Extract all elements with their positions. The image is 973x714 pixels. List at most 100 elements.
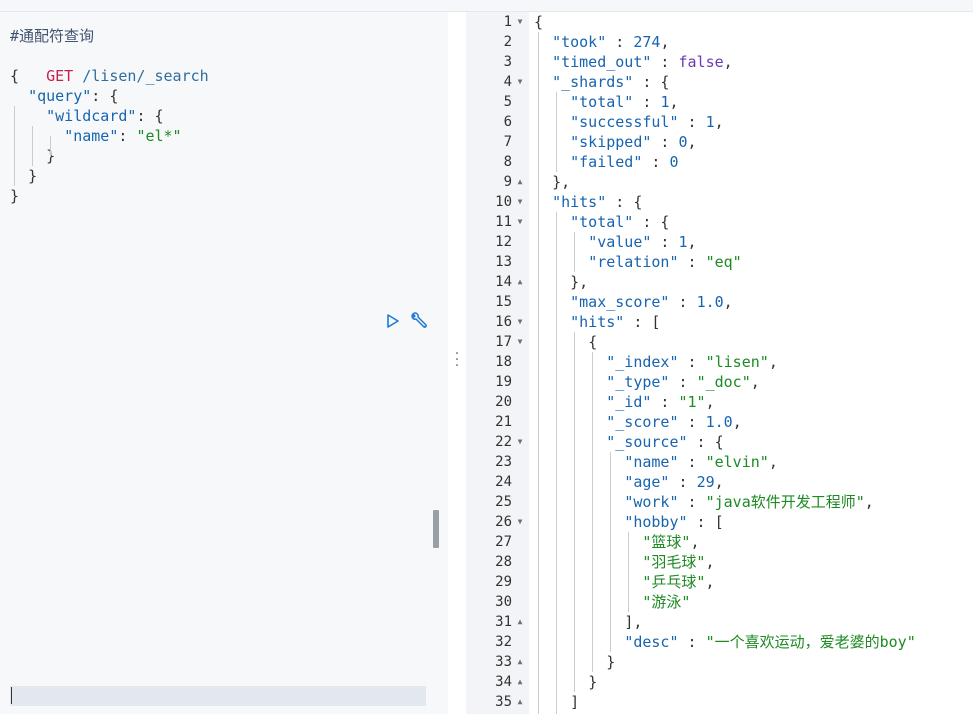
request-body-line[interactable]: "query": { — [10, 86, 118, 106]
token-key: "timed_out" — [552, 53, 652, 71]
fold-arrow-down-icon[interactable]: ▼ — [517, 317, 523, 326]
token-num: 1 — [678, 233, 688, 251]
line-number: 8 — [503, 154, 512, 170]
token-key: "name" — [624, 453, 679, 471]
fold-arrow-up-icon[interactable]: ▲ — [517, 617, 523, 626]
token-num: 0 — [678, 133, 688, 151]
line-number: 30 — [495, 594, 512, 610]
indent — [534, 413, 606, 431]
line-number: 19 — [495, 374, 512, 390]
token-punc: } — [46, 147, 56, 165]
fold-arrow-down-icon[interactable]: ▼ — [517, 77, 523, 86]
line-number: 16 — [495, 314, 512, 330]
request-line[interactable]: GET /lisen/_search — [10, 46, 209, 85]
line-number: 18 — [495, 354, 512, 370]
token-key: "relation" — [588, 253, 679, 271]
line-code: "failed" : 0 — [534, 152, 678, 172]
fold-arrow-down-icon[interactable]: ▼ — [517, 197, 523, 206]
line-code: "hits" : { — [534, 192, 642, 212]
indent — [534, 213, 570, 231]
line-number: 35 — [495, 694, 512, 710]
token-punc: : — [678, 493, 706, 511]
token-str: "java软件开发工程师" — [705, 493, 865, 511]
fold-arrow-up-icon[interactable]: ▲ — [517, 657, 523, 666]
line-code: "_type" : "_doc", — [534, 372, 760, 392]
line-code: "_shards" : { — [534, 72, 669, 92]
token-key: "total" — [570, 213, 634, 231]
token-key: "_source" — [606, 433, 688, 451]
line-code: "total" : { — [534, 212, 669, 232]
pane-resizer[interactable] — [448, 12, 466, 714]
token-punc: : — [118, 127, 137, 145]
fold-arrow-up-icon[interactable]: ▲ — [517, 277, 523, 286]
request-body-line[interactable]: } — [10, 186, 19, 206]
token-punc: : — [651, 393, 679, 411]
indent — [534, 113, 570, 131]
line-number: 6 — [503, 114, 512, 130]
token-punc: : — [669, 373, 697, 391]
fold-arrow-down-icon[interactable]: ▼ — [517, 337, 523, 346]
token-punc: , — [768, 453, 778, 471]
indent — [534, 393, 606, 411]
request-input-bar[interactable] — [10, 686, 426, 706]
request-body-line[interactable]: "name": "el*" — [10, 126, 181, 146]
token-punc: , — [723, 53, 733, 71]
line-code: "_id" : "1", — [534, 392, 715, 412]
token-punc: : [ — [624, 313, 661, 331]
line-number: 10 — [495, 194, 512, 210]
token-punc: : { — [91, 87, 119, 105]
response-viewer[interactable]: 1▼{2 "took" : 274,3 "timed_out" : false,… — [466, 12, 973, 714]
fold-arrow-down-icon[interactable]: ▼ — [517, 17, 523, 26]
token-str: "篮球" — [642, 533, 691, 551]
line-number: 5 — [503, 94, 512, 110]
line-number: 1 — [503, 14, 512, 30]
vertical-dots-icon[interactable]: ··· — [454, 346, 460, 374]
fold-arrow-up-icon[interactable]: ▲ — [517, 697, 523, 706]
indent — [534, 273, 570, 291]
token-punc: : — [678, 353, 706, 371]
wrench-icon[interactable] — [409, 311, 429, 331]
indent — [534, 293, 570, 311]
token-bool: false — [678, 53, 724, 71]
line-code: "max_score" : 1.0, — [534, 292, 733, 312]
indent-guide — [627, 532, 629, 612]
indent — [10, 107, 46, 125]
indent-guide — [555, 212, 557, 714]
token-key: "_score" — [606, 413, 679, 431]
request-body-line[interactable]: { — [10, 66, 19, 86]
token-num: 29 — [696, 473, 715, 491]
line-number: 29 — [495, 574, 512, 590]
token-key: "work" — [624, 493, 679, 511]
request-editor[interactable]: #通配符查询 GET /lisen/_search { "query": { "… — [0, 12, 448, 714]
fold-arrow-up-icon[interactable]: ▲ — [517, 177, 523, 186]
line-code: "乒乓球", — [534, 572, 714, 592]
line-code: "value" : 1, — [534, 232, 696, 252]
fold-arrow-down-icon[interactable]: ▼ — [517, 437, 523, 446]
indent — [10, 87, 28, 105]
token-punc: } — [588, 673, 598, 691]
indent — [534, 313, 570, 331]
indent — [534, 553, 642, 571]
indent — [10, 147, 46, 165]
line-number: 12 — [495, 234, 512, 250]
token-key: "value" — [588, 233, 652, 251]
token-punc: : — [606, 33, 634, 51]
line-number: 32 — [495, 634, 512, 650]
line-code: "篮球", — [534, 532, 699, 552]
fold-arrow-down-icon[interactable]: ▼ — [517, 217, 523, 226]
token-punc: : — [678, 453, 706, 471]
fold-arrow-up-icon[interactable]: ▲ — [517, 677, 523, 686]
request-body-line[interactable]: } — [10, 166, 37, 186]
token-punc: , — [705, 393, 715, 411]
line-number: 20 — [495, 394, 512, 410]
token-punc: }, — [570, 273, 589, 291]
token-punc: : { — [633, 213, 670, 231]
top-border — [0, 0, 973, 12]
line-code: "age" : 29, — [534, 472, 723, 492]
fold-arrow-down-icon[interactable]: ▼ — [517, 517, 523, 526]
request-body-line[interactable]: } — [10, 146, 55, 166]
line-number: 9 — [503, 174, 512, 190]
request-body-line[interactable]: "wildcard": { — [10, 106, 163, 126]
play-icon[interactable] — [383, 311, 403, 331]
request-scrollbar[interactable] — [433, 510, 439, 548]
